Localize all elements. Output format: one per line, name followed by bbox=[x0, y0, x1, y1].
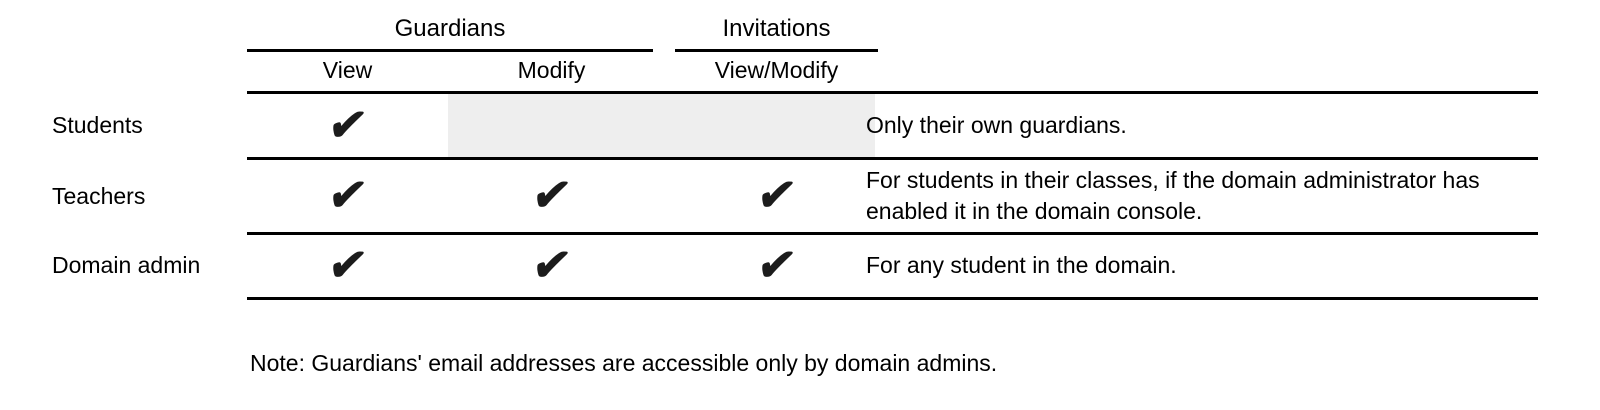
column-group-invitations: Invitations bbox=[722, 15, 831, 42]
domain-admin-invitations-view-modify-cell: ✔ bbox=[675, 235, 878, 296]
check-icon: ✔ bbox=[753, 171, 800, 220]
column-header-modify: Modify bbox=[517, 57, 586, 83]
table-rule-bottom bbox=[247, 297, 1538, 300]
column-group-guardians: Guardians bbox=[394, 15, 506, 42]
table-rule-after-teachers bbox=[247, 232, 1538, 235]
domain-admin-note: For any student in the domain. bbox=[866, 252, 1177, 278]
students-note: Only their own guardians. bbox=[866, 112, 1127, 138]
teachers-invitations-view-modify-cell: ✔ bbox=[675, 160, 878, 232]
table-rule-top bbox=[247, 91, 1538, 94]
students-guardians-view-cell: ✔ bbox=[247, 94, 448, 157]
row-label-teachers: Teachers bbox=[52, 182, 146, 209]
row-label-students: Students bbox=[52, 112, 143, 138]
guardians-underline bbox=[247, 49, 653, 52]
domain-admin-guardians-modify-cell: ✔ bbox=[448, 235, 655, 296]
check-icon: ✔ bbox=[528, 240, 575, 290]
table-rule-after-students bbox=[247, 157, 1538, 160]
invitations-underline bbox=[675, 49, 878, 52]
domain-admin-guardians-view-cell: ✔ bbox=[247, 235, 448, 296]
check-icon: ✔ bbox=[324, 171, 371, 220]
column-header-view-modify: View/Modify bbox=[714, 57, 839, 83]
check-icon: ✔ bbox=[324, 100, 371, 150]
check-icon: ✔ bbox=[324, 240, 371, 290]
row-label-domain-admin: Domain admin bbox=[52, 252, 201, 278]
check-icon: ✔ bbox=[753, 240, 800, 290]
teachers-guardians-modify-cell: ✔ bbox=[448, 160, 655, 232]
teachers-note: For students in their classes, if the do… bbox=[866, 167, 1480, 224]
column-header-view: View bbox=[322, 57, 373, 83]
students-no-access-cell bbox=[448, 94, 875, 157]
footnote: Note: Guardians' email addresses are acc… bbox=[250, 350, 998, 376]
teachers-guardians-view-cell: ✔ bbox=[247, 160, 448, 232]
check-icon: ✔ bbox=[528, 171, 575, 220]
